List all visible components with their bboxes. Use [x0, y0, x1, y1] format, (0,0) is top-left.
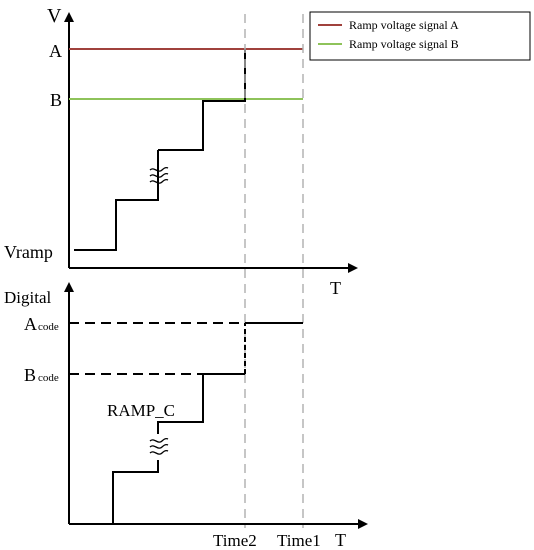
bottom-x-axis-label: T: [335, 530, 346, 550]
bottom-ramp-staircase: [112, 460, 159, 524]
level-b-label: B: [50, 90, 62, 110]
top-ramp-staircase-upper: [158, 49, 246, 151]
time2-label: Time2: [213, 531, 257, 550]
a-code-label-main: A: [24, 314, 37, 334]
bottom-ramp-staircase-upper: [157, 373, 245, 434]
legend-box: [309, 11, 531, 61]
level-a-label: A: [49, 41, 62, 61]
top-x-axis-label: T: [330, 278, 341, 298]
vramp-label: Vramp: [4, 242, 53, 262]
b-code-label-sub: code: [38, 372, 59, 384]
ramp-c-label: RAMP_C: [107, 401, 175, 420]
top-y-axis-label: V: [47, 5, 62, 27]
bottom-break-symbol: [149, 437, 169, 455]
bottom-plot: Digital T A code B code RAMP_C: [4, 282, 368, 550]
b-code-label-main: B: [24, 365, 36, 385]
a-code-label-sub: code: [38, 321, 59, 333]
top-ramp-staircase: [74, 150, 159, 251]
bottom-y-axis-label: Digital: [4, 288, 51, 307]
top-break-symbol: [149, 166, 169, 184]
legend-label-b: Ramp voltage signal B: [349, 37, 459, 51]
top-plot: V T A B Vramp: [4, 5, 358, 298]
legend-label-a: Ramp voltage signal A: [349, 18, 459, 32]
legend: Ramp voltage signal A Ramp voltage signa…: [309, 11, 531, 61]
time1-label: Time1: [277, 531, 321, 550]
b-code-label: B code: [24, 365, 59, 385]
a-code-label: A code: [24, 314, 59, 334]
